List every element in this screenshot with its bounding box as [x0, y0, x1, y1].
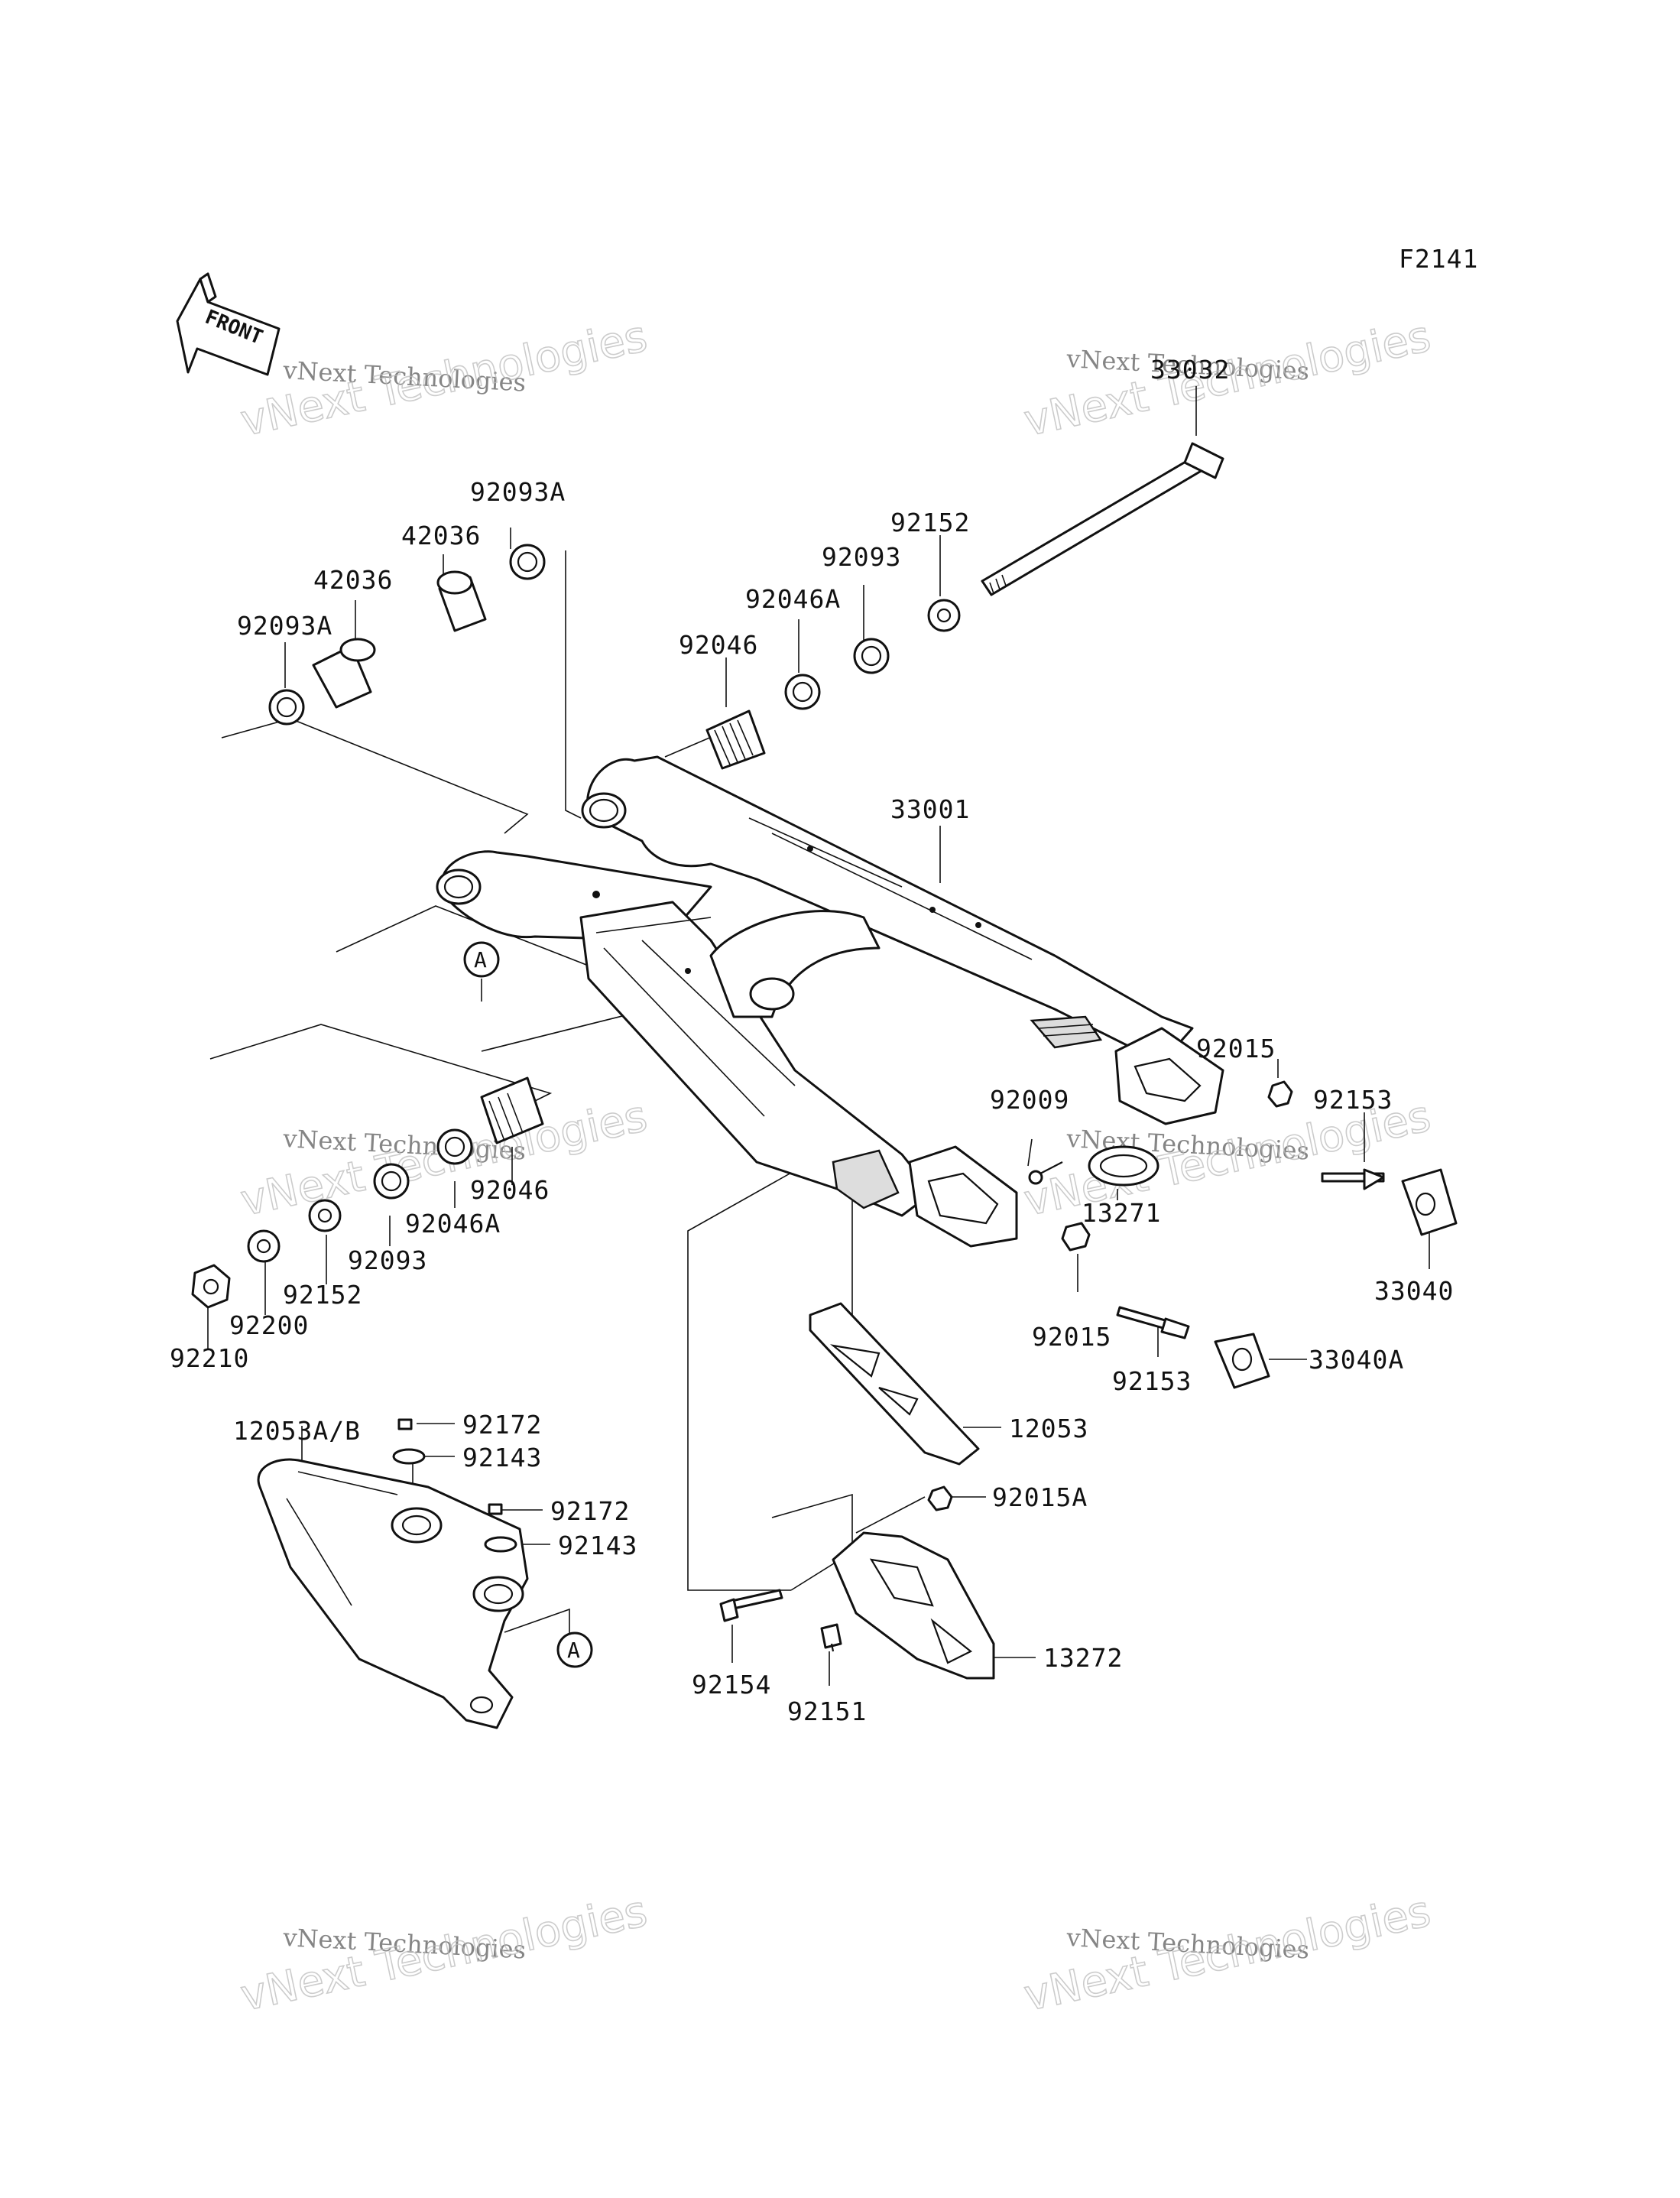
- part-label: 42036: [313, 565, 393, 595]
- part-label: 92046A: [745, 584, 841, 614]
- ref-marker-a-bottom: A: [556, 1631, 593, 1668]
- part-label: 33040A: [1309, 1345, 1404, 1375]
- svg-text:vNext Technologies: vNext Technologies: [236, 1887, 651, 2021]
- part-label: 33040: [1374, 1276, 1454, 1306]
- hardware-parts: [191, 544, 1458, 1729]
- part-label: 92093: [822, 542, 901, 572]
- part-label: 42036: [401, 521, 481, 550]
- swingarm-33001: [436, 755, 1224, 1248]
- part-label: 12053: [1009, 1414, 1088, 1443]
- part-label: 92093: [348, 1245, 427, 1275]
- svg-text:A: A: [474, 947, 487, 972]
- part-label: 92143: [558, 1531, 637, 1560]
- part-label: 92046: [470, 1175, 550, 1205]
- part-label: 13271: [1082, 1198, 1161, 1228]
- part-label: 92172: [550, 1496, 630, 1526]
- part-label: 92015: [1196, 1034, 1276, 1063]
- part-label: 12053A/B: [233, 1416, 361, 1446]
- svg-text:A: A: [567, 1638, 580, 1663]
- ref-marker-a-top: A: [463, 941, 500, 978]
- part-label: 92153: [1112, 1366, 1192, 1396]
- part-label: 92046: [679, 630, 758, 660]
- part-label: 13272: [1043, 1643, 1123, 1673]
- part-label: 92151: [787, 1696, 867, 1726]
- part-label: 92210: [170, 1343, 249, 1373]
- part-label: 92153: [1313, 1085, 1393, 1115]
- front-arrow-icon: FRONT: [176, 272, 281, 376]
- part-label: 92172: [462, 1410, 542, 1440]
- part-label: 92152: [283, 1280, 362, 1310]
- part-label: 92015: [1032, 1322, 1111, 1352]
- watermark-bottom-left: vNext Technologies vNext Technologies: [236, 1886, 652, 2022]
- part-label: 92093A: [237, 611, 332, 641]
- part-label: 92093A: [470, 477, 566, 507]
- part-label: 33001: [890, 794, 970, 824]
- figure-id: F2141: [1399, 244, 1478, 274]
- part-label: 92143: [462, 1443, 542, 1472]
- part-label: 92046A: [405, 1209, 501, 1239]
- part-label: 92015A: [992, 1482, 1088, 1512]
- part-label: 92152: [890, 508, 970, 537]
- part-label: 92200: [229, 1310, 309, 1340]
- part-labels: 33032 92093A 42036 42036 92093A 92152 92…: [170, 355, 1454, 1726]
- pivot-shaft-33032: [981, 442, 1224, 596]
- watermark-bottom-right: vNext Technologies vNext Technologies: [1020, 1886, 1435, 2022]
- part-label: 33032: [1150, 355, 1230, 385]
- part-label: 92154: [692, 1670, 771, 1700]
- watermark-top-left: vNext Technologies vNext Technologies: [236, 311, 652, 447]
- part-label: 92009: [990, 1085, 1069, 1115]
- svg-text:vNext Technologies: vNext Technologies: [1020, 1887, 1435, 2021]
- leader-lines: [207, 386, 1430, 1686]
